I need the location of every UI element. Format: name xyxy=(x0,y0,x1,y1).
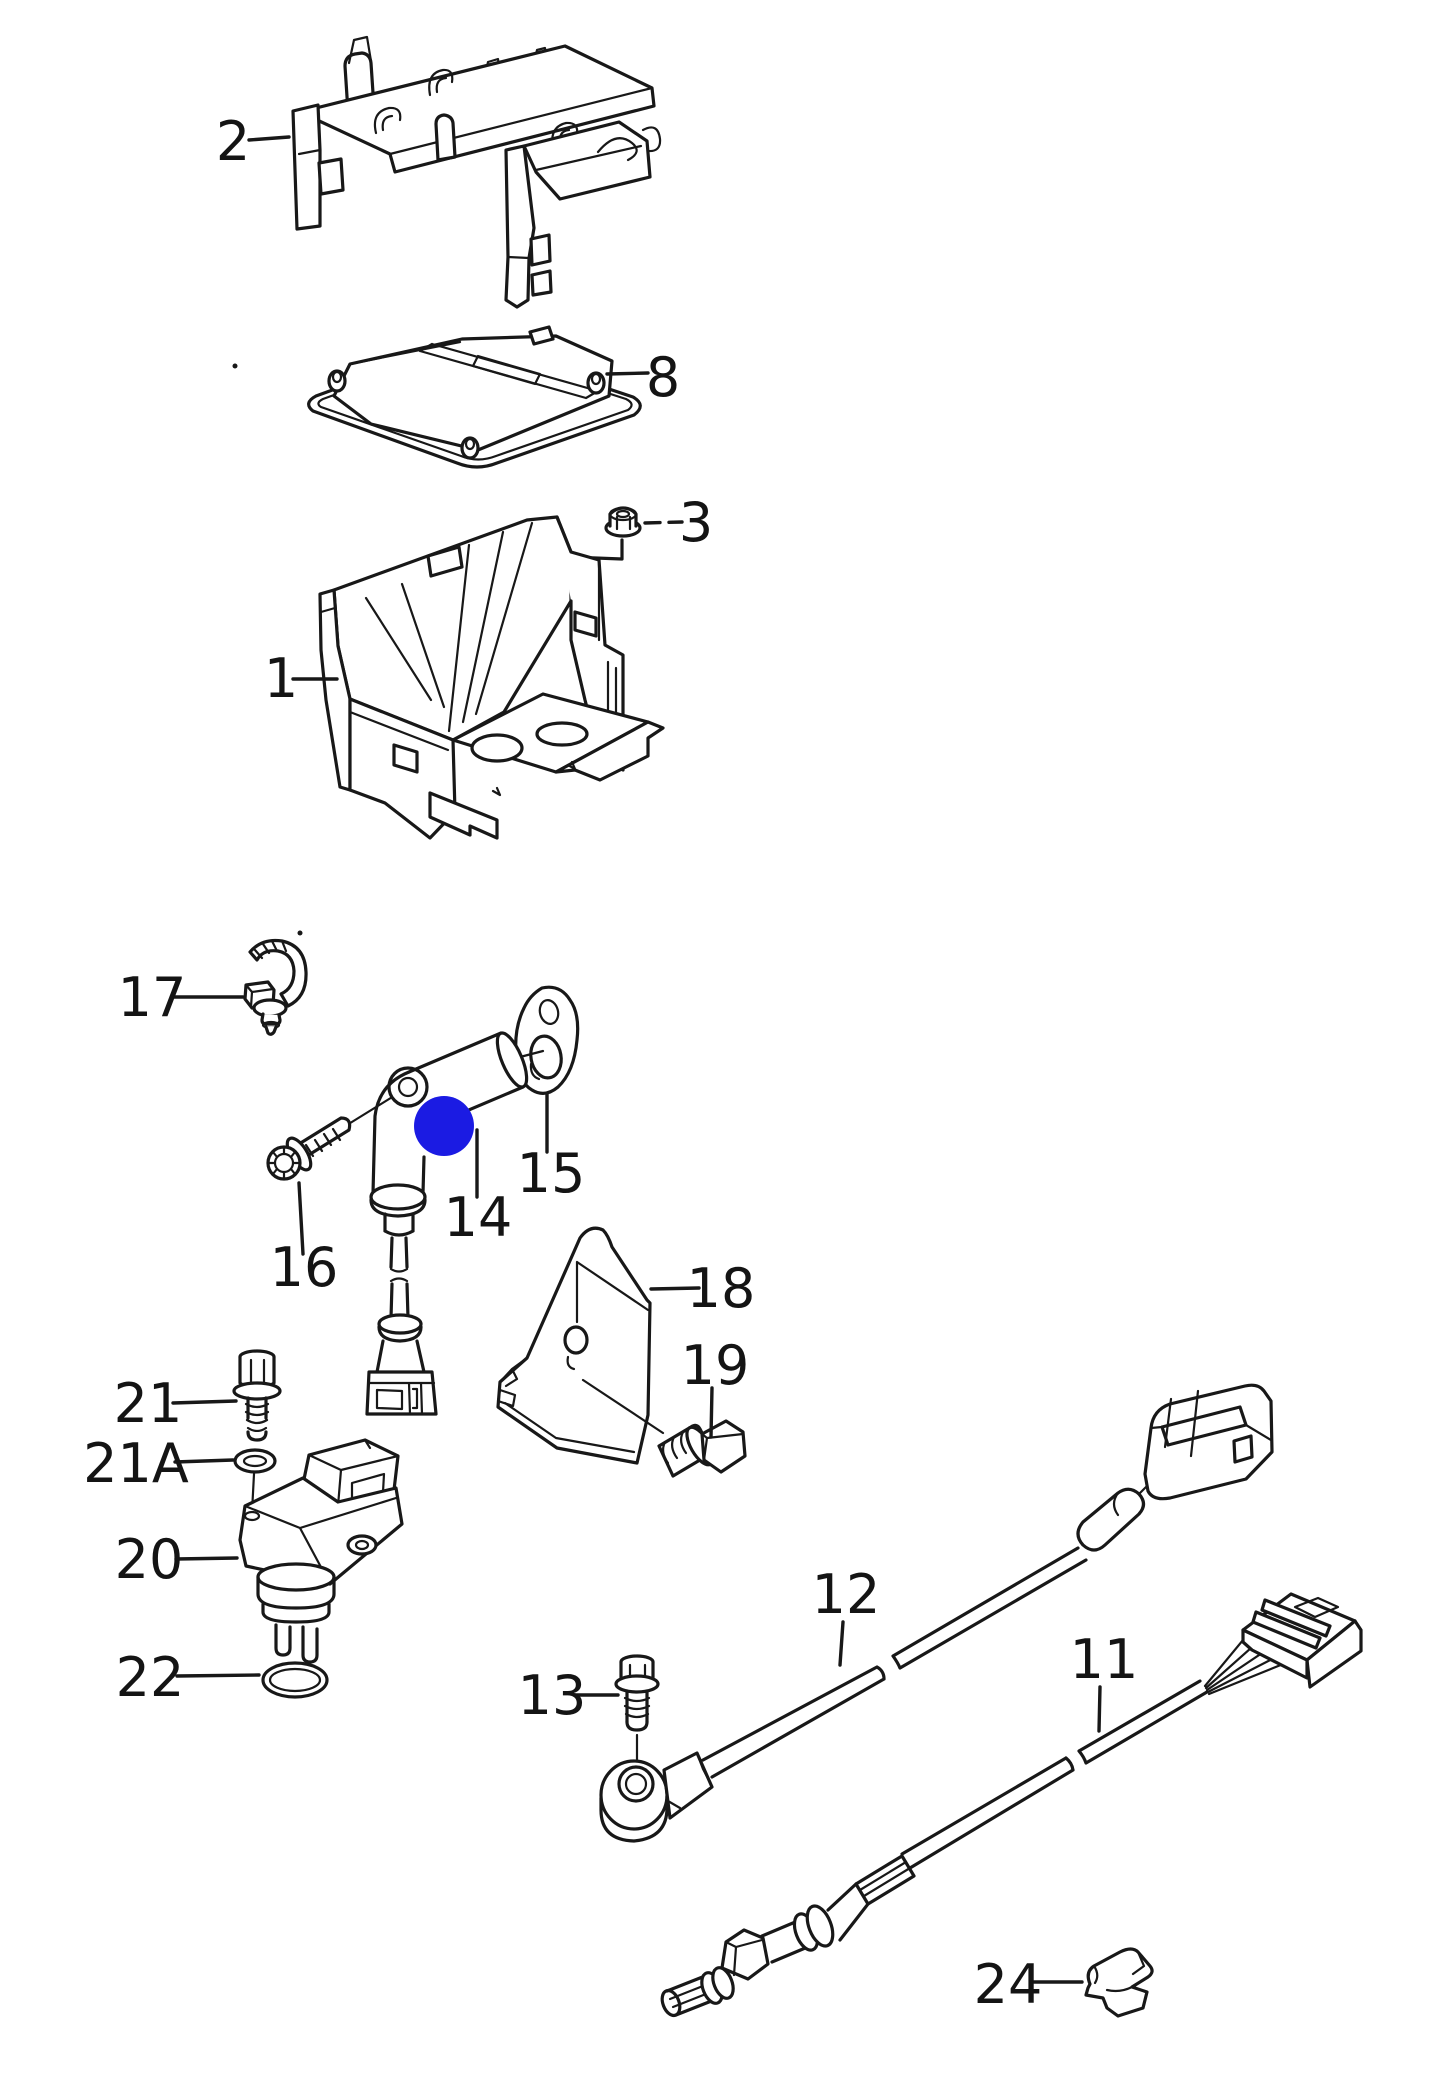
part-18-bracket-drawing xyxy=(496,1226,665,1465)
part-1-bracket-box-drawing xyxy=(318,515,665,840)
part-24-clip-drawing xyxy=(1084,1947,1154,2018)
part-11-oxygen-sensor-drawing xyxy=(660,1592,1363,2018)
part-number: 17 xyxy=(118,966,187,1029)
part-2-bracket-upper-drawing xyxy=(291,35,662,309)
part-21-bolt-drawing xyxy=(232,1349,282,1442)
callout-13[interactable]: 13 xyxy=(518,1664,620,1727)
part-number: 1 xyxy=(264,647,298,710)
part-19-bolt-drawing xyxy=(657,1419,747,1478)
callout-17[interactable]: 17 xyxy=(118,966,245,1029)
callout-24[interactable]: 24 xyxy=(974,1953,1084,2016)
callout-14[interactable]: 14 xyxy=(444,1128,513,1249)
callout-15[interactable]: 15 xyxy=(517,1092,586,1205)
part-number: 21 xyxy=(114,1372,183,1435)
part-12-knock-sensor-drawing xyxy=(599,1383,1274,1843)
part-3-nut-drawing xyxy=(567,506,642,561)
part-14-sensor-drawing xyxy=(365,1031,529,1416)
part-number: 11 xyxy=(1070,1628,1139,1691)
callout-2[interactable]: 2 xyxy=(216,110,291,173)
part-number: 21A xyxy=(83,1432,189,1495)
part-number: 8 xyxy=(646,346,680,409)
selected-part-highlight-dot[interactable] xyxy=(414,1096,474,1156)
part-number: 15 xyxy=(517,1142,586,1205)
part-20-sensor-drawing xyxy=(238,1438,404,1664)
callout-18[interactable]: 18 xyxy=(649,1257,756,1320)
part-number: 2 xyxy=(216,110,250,173)
part-17-cable-clip-drawing xyxy=(243,938,308,1036)
callout-8[interactable]: 8 xyxy=(605,346,680,409)
part-number: 12 xyxy=(812,1563,881,1626)
print-dot xyxy=(297,930,303,936)
callout-21a[interactable]: 21A xyxy=(83,1432,235,1495)
leader-line xyxy=(171,1399,238,1405)
part-22-oring-drawing xyxy=(261,1661,329,1699)
part-number: 3 xyxy=(679,491,713,554)
part-number: 14 xyxy=(444,1186,513,1249)
callout-12[interactable]: 12 xyxy=(812,1563,881,1667)
part-8-control-unit-drawing xyxy=(307,325,642,469)
leader-line xyxy=(1097,1685,1102,1733)
part-number: 24 xyxy=(974,1953,1043,2016)
callout-19[interactable]: 19 xyxy=(681,1334,750,1439)
leader-line xyxy=(643,520,684,525)
callout-11[interactable]: 11 xyxy=(1070,1628,1139,1733)
callout-1[interactable]: 1 xyxy=(264,647,339,710)
callout-3[interactable]: 3 xyxy=(643,491,713,554)
leader-line xyxy=(709,1386,714,1439)
part-13-bolt-drawing xyxy=(614,1654,660,1777)
callout-22[interactable]: 22 xyxy=(116,1646,261,1709)
part-number: 20 xyxy=(115,1528,184,1591)
leader-line xyxy=(173,1458,235,1464)
leader-line xyxy=(605,371,650,376)
part-number: 13 xyxy=(518,1664,587,1727)
part-21a-washer-drawing xyxy=(233,1448,277,1474)
callout-20[interactable]: 20 xyxy=(115,1528,239,1591)
leader-line xyxy=(297,1181,305,1256)
leader-line xyxy=(247,135,291,142)
leader-line xyxy=(838,1620,845,1667)
print-dot xyxy=(232,363,238,369)
part-number: 16 xyxy=(270,1236,339,1299)
part-number: 18 xyxy=(687,1257,756,1320)
callout-16[interactable]: 16 xyxy=(270,1181,339,1299)
leader-line xyxy=(174,1556,239,1561)
leader-line xyxy=(649,1286,701,1291)
part-15-flange-drawing xyxy=(514,985,580,1095)
part-number: 19 xyxy=(681,1334,750,1397)
leader-line xyxy=(175,1673,261,1678)
part-number: 22 xyxy=(116,1646,185,1709)
callout-21[interactable]: 21 xyxy=(114,1372,238,1435)
